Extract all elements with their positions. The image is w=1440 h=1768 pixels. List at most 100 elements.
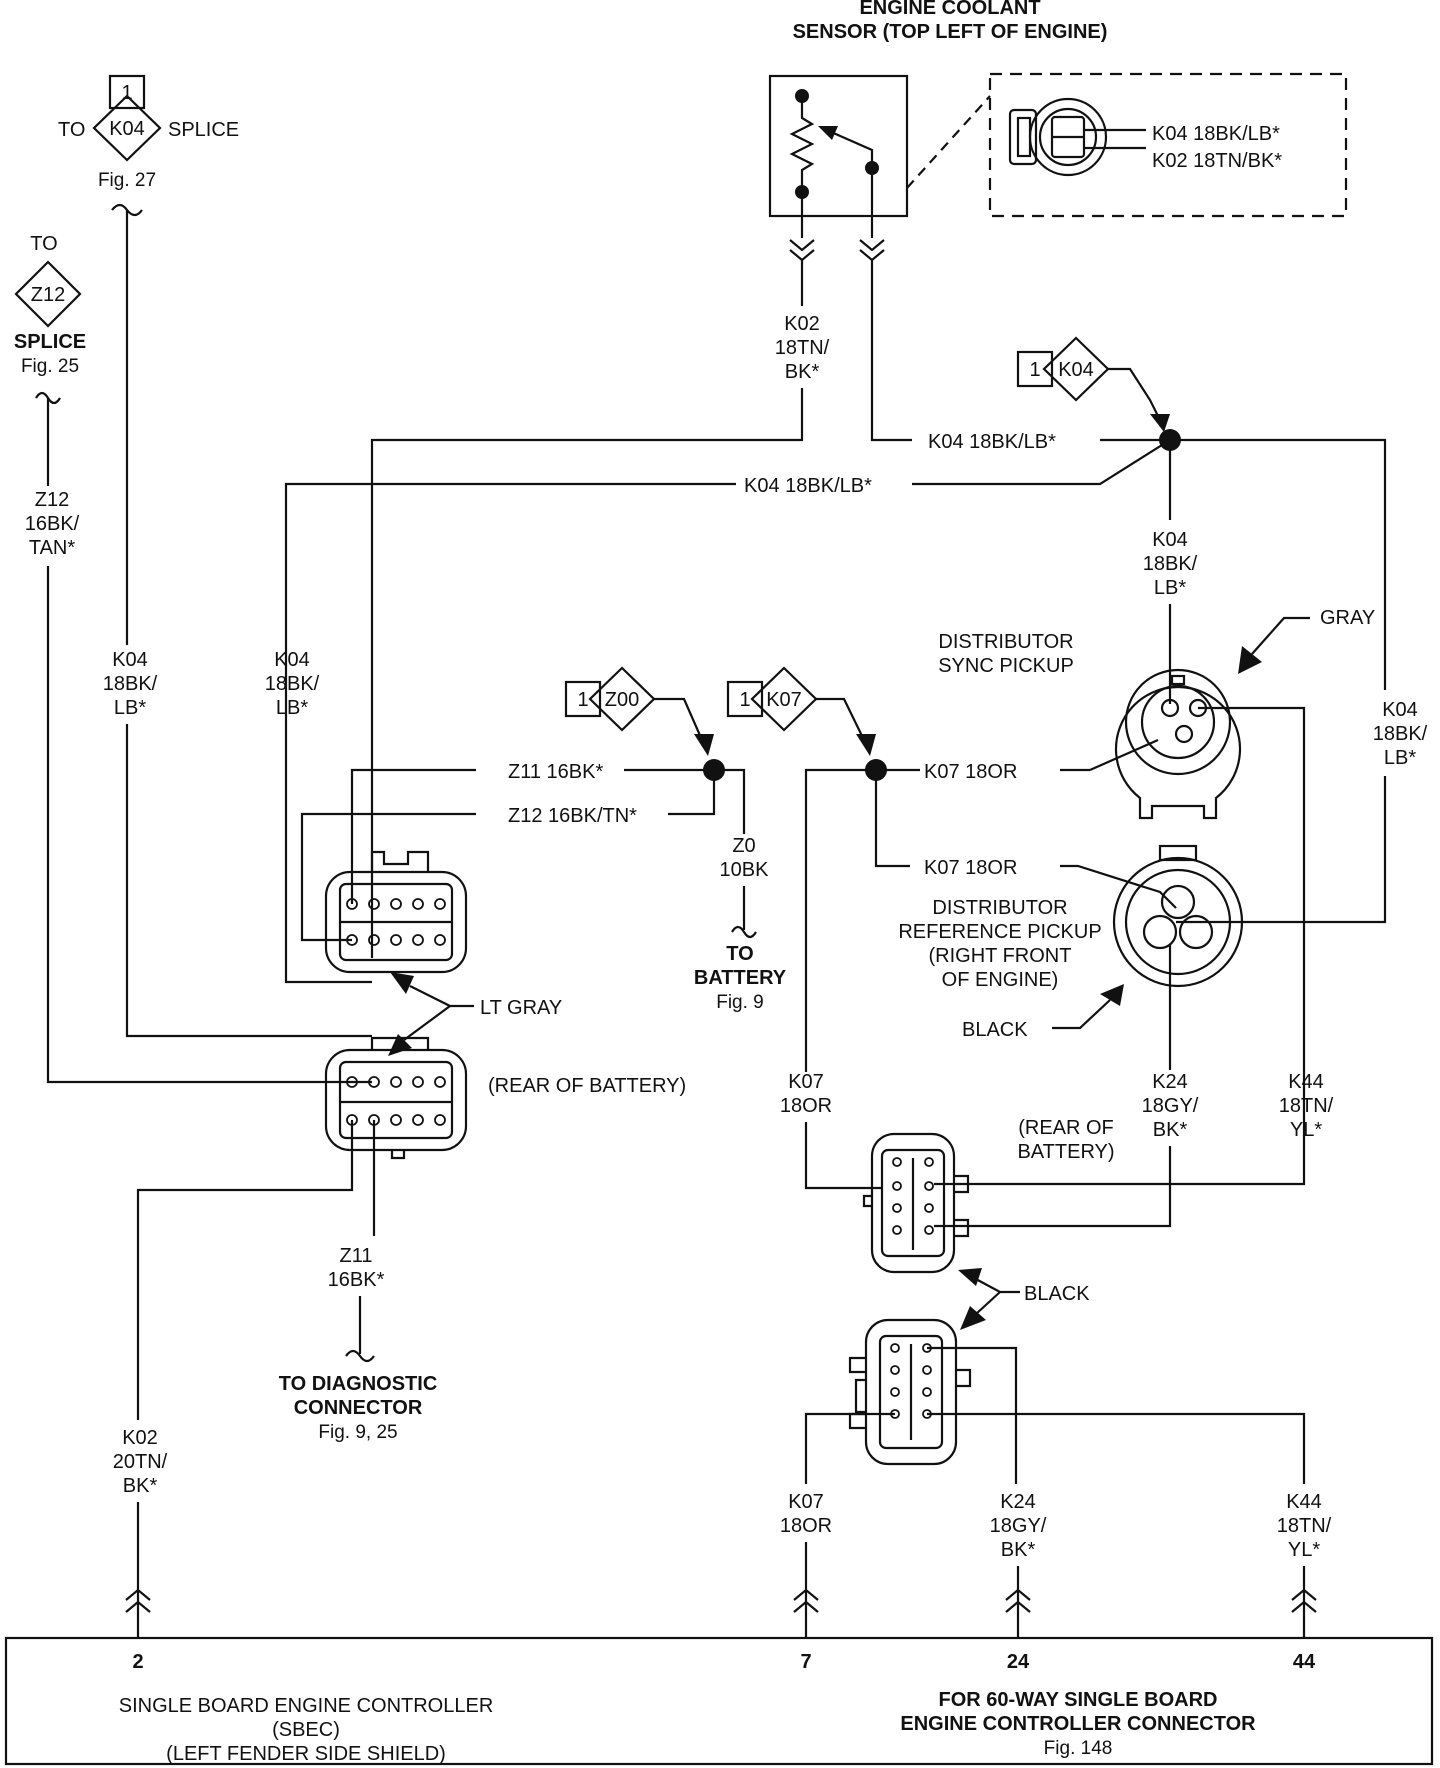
ref-k04-top-code: K04: [109, 118, 145, 140]
wire-z0-l1: Z0: [732, 835, 755, 857]
wire-k04-right-l3: LB*: [1384, 747, 1416, 769]
battery-label-fig: Fig. 9: [716, 992, 764, 1013]
sbec-conn-line1: FOR 60-WAY SINGLE BOARD: [939, 1689, 1218, 1711]
wire-k04-mid-l1: K04: [274, 649, 310, 671]
wire-z12-h-label: Z12 16BK/TN*: [508, 805, 637, 827]
ref-pickup-line4: OF ENGINE): [942, 969, 1059, 991]
wire-k44-mid-l3: YL*: [1290, 1119, 1322, 1141]
sync-gray-label: GRAY: [1320, 607, 1375, 629]
distributor-sync-pickup: DISTRIBUTOR SYNC PICKUP GRAY: [938, 607, 1375, 820]
sbec-pin-24: 24: [1007, 1651, 1030, 1673]
wire-k07-bottom-l1: K07: [788, 1491, 824, 1513]
ref-pickup-line2: REFERENCE PICKUP: [898, 921, 1101, 943]
ref-k04-right-code: K04: [1058, 359, 1094, 381]
wire-k04-left-l2: 18BK/: [103, 673, 158, 695]
wire-z12-left-l3: TAN*: [29, 537, 76, 559]
sync-pickup-line1: DISTRIBUTOR: [938, 631, 1073, 653]
wire-k04-mid-l2: 18BK/: [265, 673, 320, 695]
ref-k07: 1 K07: [726, 666, 876, 756]
sbec-pin-2: 2: [132, 1651, 143, 1673]
wire-z11-h-label: Z11 16BK*: [508, 761, 603, 783]
wire-z11-down-l1: Z11: [340, 1245, 373, 1267]
ref-k04-top-prefix: TO: [58, 119, 85, 141]
ref-k04-top-pin: 1: [121, 82, 132, 104]
ref-k04-top: 1 K04 TO SPLICE Fig. 27: [58, 74, 239, 217]
ref-k04-top-suffix: SPLICE: [168, 119, 239, 141]
wire-k44-bottom-l3: YL*: [1288, 1539, 1320, 1561]
ref-k04-top-fig: Fig. 27: [98, 170, 156, 191]
wire-k44-mid-l1: K44: [1288, 1071, 1324, 1093]
sbec-pin-7: 7: [800, 1651, 811, 1673]
inset-wire-k04-label: K04 18BK/LB*: [1152, 123, 1280, 145]
connector-upper-left: [324, 850, 468, 974]
wire-k04-h2-label: K04 18BK/LB*: [744, 475, 872, 497]
ref-k04-right-pin: 1: [1029, 359, 1040, 381]
connector-sbec-harness: [848, 1318, 972, 1466]
wire-k02-bottom-l2: 20TN/: [113, 1451, 168, 1473]
diag-conn-line3: Fig. 9, 25: [318, 1422, 397, 1443]
wire-k04-right-l2: 18BK/: [1373, 723, 1428, 745]
wire-k04-dist-l2: 18BK/: [1143, 553, 1198, 575]
distributor-reference-pickup: DISTRIBUTOR REFERENCE PICKUP (RIGHT FRON…: [898, 844, 1244, 1041]
ref-k04-right: 1 K04: [1016, 336, 1170, 432]
sbec-conn-line3: Fig. 148: [1044, 1738, 1113, 1759]
ref-z12-fig: Fig. 25: [21, 356, 79, 377]
wire-k04-mid-l3: LB*: [276, 697, 308, 719]
ref-pickup-line1: DISTRIBUTOR: [932, 897, 1067, 919]
battery-label-to: TO: [726, 943, 753, 965]
wire-k02-sensor-l1: K02: [784, 313, 820, 335]
ref-z00-code: Z00: [605, 689, 639, 711]
wire-z12-left-l1: Z12: [35, 489, 69, 511]
ref-k07-code: K07: [766, 689, 802, 711]
wire-k07-h1-label: K07 18OR: [924, 761, 1017, 783]
black-connector-label: BLACK: [1024, 1283, 1090, 1305]
wire-k04-dist-l1: K04: [1152, 529, 1188, 551]
sensor-inset-view: [988, 72, 1348, 218]
sbec-name-line2: (SBEC): [272, 1719, 340, 1741]
wire-k02-bottom-l3: BK*: [123, 1475, 158, 1497]
diag-conn-line1: TO DIAGNOSTIC: [279, 1373, 438, 1395]
wire-k02-sensor-l2: 18TN/: [775, 337, 830, 359]
connector-rear-battery-left: [324, 1036, 468, 1160]
wire-k24-mid-l3: BK*: [1153, 1119, 1188, 1141]
wire-k44-bottom-l1: K44: [1286, 1491, 1322, 1513]
ref-z12-splice: SPLICE: [14, 331, 86, 353]
wire-k24-mid-l2: 18GY/: [1142, 1095, 1199, 1117]
sbec-name-line1: SINGLE BOARD ENGINE CONTROLLER: [119, 1695, 494, 1717]
wire-k07-bottom-l2: 18OR: [780, 1515, 832, 1537]
wire-k44-bottom-l2: 18TN/: [1277, 1515, 1332, 1537]
sensor-title-line2: SENSOR (TOP LEFT OF ENGINE): [793, 21, 1108, 43]
ref-z12-code: Z12: [31, 284, 65, 306]
wire-z12-left-l2: 16BK/: [25, 513, 80, 535]
wire-k07-mid-l1: K07: [788, 1071, 824, 1093]
wire-k02-bottom-l1: K02: [122, 1427, 158, 1449]
wire-k24-bottom-l3: BK*: [1001, 1539, 1036, 1561]
thermistor-arrow-head: [818, 126, 838, 140]
rear-battery-right-l2: BATTERY): [1017, 1141, 1114, 1163]
wire-k44-mid-l2: 18TN/: [1279, 1095, 1334, 1117]
sbec-pin-44: 44: [1293, 1651, 1316, 1673]
inset-wire-k02-label: K02 18TN/BK*: [1152, 150, 1282, 172]
wire-k04-right-l1: K04: [1382, 699, 1418, 721]
sensor-body: [768, 74, 909, 218]
wire-k24-bottom-l1: K24: [1000, 1491, 1036, 1513]
wire-k04-dist-l3: LB*: [1154, 577, 1186, 599]
wire-k24-mid-l1: K24: [1152, 1071, 1188, 1093]
connector-rear-battery-right: [862, 1132, 970, 1274]
wire-k07-h2-label: K07 18OR: [924, 857, 1017, 879]
rear-battery-left-label: (REAR OF BATTERY): [488, 1075, 686, 1097]
diag-conn-line2: CONNECTOR: [294, 1397, 423, 1419]
thermistor-arrow-line: [821, 126, 874, 168]
wire-z0-l2: 10BK: [720, 859, 770, 881]
wire-k04-left-l1: K04: [112, 649, 148, 671]
sync-pickup-line2: SYNC PICKUP: [938, 655, 1074, 677]
battery-label-name: BATTERY: [694, 967, 787, 989]
ref-z00: 1 Z00: [564, 666, 714, 756]
wire-k07-mid-l2: 18OR: [780, 1095, 832, 1117]
ref-pickup-black-label: BLACK: [962, 1019, 1028, 1041]
sbec-controller: 2 7 24 44 SINGLE BOARD ENGINE CONTROLLER…: [4, 1636, 1434, 1766]
sbec-conn-line2: ENGINE CONTROLLER CONNECTOR: [900, 1713, 1256, 1735]
wire-k24-bottom-l2: 18GY/: [990, 1515, 1047, 1537]
ref-z12-to: TO: [30, 233, 57, 255]
